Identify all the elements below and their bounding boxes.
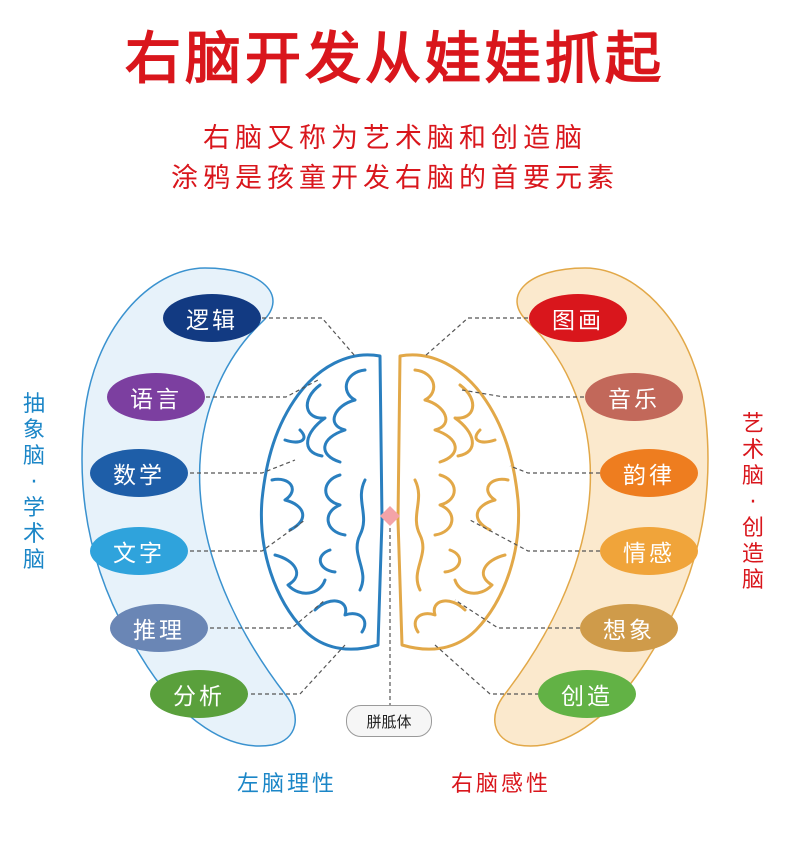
right-hemisphere: [396, 353, 521, 651]
left-hemisphere: [259, 353, 384, 651]
subtitle-line-1: 右脑又称为艺术脑和创造脑: [203, 123, 587, 154]
right-vertical-label: 艺术脑 · 创造脑: [741, 412, 764, 593]
center-marker: [380, 506, 400, 526]
left-item-reasoning: 推理: [110, 604, 208, 652]
subtitle-line-2: 涂鸦是孩童开发右脑的首要元素: [171, 163, 619, 194]
corpus-callosum-label: 胼胝体: [346, 705, 432, 737]
right-item-music: 音乐: [585, 373, 683, 421]
right-item-rhythm: 韵律: [600, 449, 698, 497]
page-title: 右脑开发从娃娃抓起: [125, 27, 665, 92]
left-item-logic: 逻辑: [163, 294, 261, 342]
right-connectors: [424, 317, 600, 695]
right-item-emotion: 情感: [600, 527, 698, 575]
left-item-language: 语言: [107, 373, 205, 421]
right-brain-caption: 右脑感性: [450, 772, 551, 797]
left-item-math: 数学: [90, 449, 188, 497]
left-connectors: [190, 317, 356, 695]
right-item-imagination: 想象: [580, 604, 678, 652]
left-item-writing: 文字: [90, 527, 188, 575]
right-item-creation: 创造: [538, 670, 636, 718]
left-vertical-label: 抽象脑 · 学术脑: [22, 392, 45, 573]
right-item-drawing: 图画: [529, 294, 627, 342]
left-item-analysis: 分析: [150, 670, 248, 718]
left-brain-caption: 左脑理性: [236, 772, 337, 797]
